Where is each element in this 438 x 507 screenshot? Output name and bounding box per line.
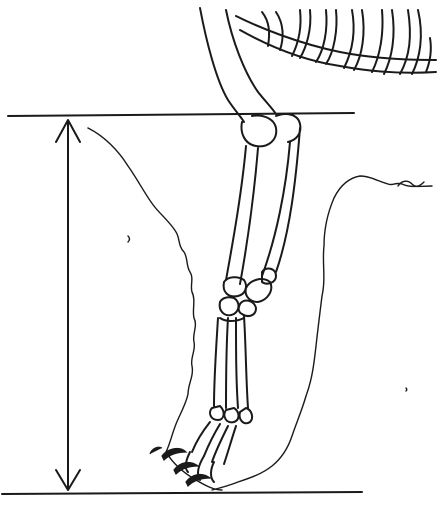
phalanx-bones [186, 406, 252, 482]
ground-line [2, 492, 362, 494]
claws [150, 447, 210, 486]
elbow-joint [242, 114, 301, 146]
rib-cage [236, 10, 436, 74]
forearm-bones [226, 128, 300, 284]
upper-reference-line [8, 113, 354, 116]
sketch-mark [406, 388, 407, 391]
sketch-mark [128, 236, 130, 242]
height-measurement-arrow [56, 120, 80, 490]
humerus-bone [200, 8, 276, 122]
carpal-bones [220, 269, 276, 316]
metacarpal-bones [214, 316, 248, 408]
leg-fur-outline-back [88, 128, 195, 452]
